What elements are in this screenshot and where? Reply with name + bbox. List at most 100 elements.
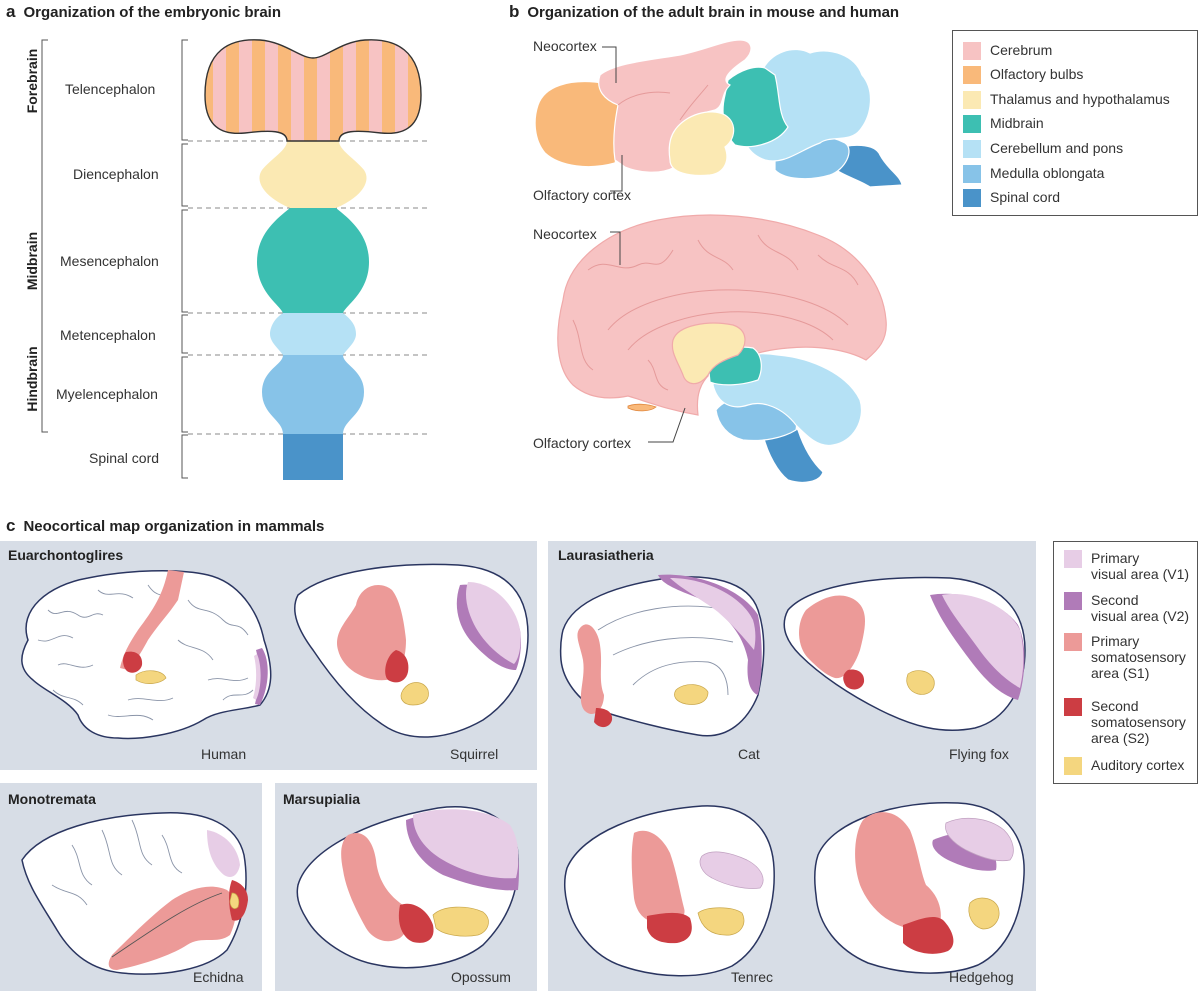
opossum-s1: [341, 832, 410, 942]
tenrec-v1: [699, 851, 764, 889]
legend-swatch: [963, 189, 981, 207]
human-s2: [123, 651, 143, 673]
hedgehog-s1: [855, 812, 941, 932]
embryonic-brain-diagram: [41, 39, 430, 480]
label-myelencephalon: Myelencephalon: [56, 386, 158, 402]
flying-fox-s1: [799, 595, 865, 679]
legend-item: Thalamus and hypothalamus: [963, 91, 1170, 109]
tenrec-cortex-map: [564, 805, 775, 977]
echidna-auditory: [229, 892, 240, 909]
label-metencephalon: Metencephalon: [60, 327, 156, 343]
mouse-thalamus: [668, 111, 735, 177]
echidna-cortex-map: [21, 812, 248, 975]
legend-item: Midbrain: [963, 115, 1044, 133]
squirrel-s1: [337, 585, 406, 681]
mouse-cerebrum: [598, 39, 752, 173]
species-tenrec: Tenrec: [731, 969, 774, 985]
legend-item: Olfactory bulbs: [963, 66, 1083, 84]
opossum-s2: [398, 903, 434, 943]
human-label-olfactory-cortex: Olfactory cortex: [533, 435, 632, 451]
tenrec-auditory: [697, 907, 745, 936]
mouse-olfactory-bulb: [534, 81, 622, 168]
tenrec-s1: [631, 830, 685, 923]
metencephalon-segment: [270, 313, 356, 355]
legend-swatch: [1064, 550, 1082, 568]
human-thalamus: [671, 322, 746, 385]
hedgehog-cortex-map: [813, 801, 1025, 974]
species-human: Human: [201, 746, 247, 762]
human-label-neocortex: Neocortex: [533, 226, 597, 242]
squirrel-s2: [385, 650, 409, 683]
legend-swatch: [963, 140, 981, 158]
tenrec-s2: [647, 912, 692, 944]
opossum-cortex-map: [296, 806, 519, 969]
group-marsupialia: Marsupialia: [283, 791, 361, 807]
label-spinal-cord: Spinal cord: [89, 450, 160, 466]
group-hindbrain: Hindbrain: [24, 346, 40, 412]
legend-swatch: [1064, 698, 1082, 716]
squirrel-auditory: [400, 682, 429, 706]
legend-item: Cerebellum and pons: [963, 140, 1123, 158]
panel-b-legend: Cerebrum Olfactory bulbs Thalamus and hy…: [952, 30, 1198, 216]
human-cortex-map: [21, 569, 272, 740]
legend-swatch: [1064, 592, 1082, 610]
opossum-v1: [413, 809, 519, 879]
opossum-auditory: [432, 906, 489, 937]
human-brain-diagram: [557, 214, 887, 483]
mouse-brain-diagram: [534, 39, 903, 192]
legend-item: Medulla oblongata: [963, 165, 1104, 183]
legend-swatch: [963, 42, 981, 60]
telencephalon-segment: [204, 39, 422, 142]
legend-swatch: [963, 165, 981, 183]
flying-fox-cortex-map: [783, 576, 1026, 731]
mesencephalon-segment: [257, 208, 369, 313]
human-auditory: [135, 670, 167, 684]
legend-swatch: [1064, 633, 1082, 651]
myelencephalon-segment: [262, 355, 364, 434]
human-v1: [253, 654, 261, 700]
flying-fox-auditory: [906, 670, 935, 695]
label-mesencephalon: Mesencephalon: [60, 253, 159, 269]
cat-s2: [594, 708, 613, 728]
legend-item: Auditory cortex: [1064, 757, 1184, 775]
flying-fox-v1: [942, 594, 1024, 688]
legend-swatch: [963, 115, 981, 133]
human-cerebrum: [557, 214, 887, 416]
group-euarchontoglires: Euarchontoglires: [8, 547, 124, 563]
species-opossum: Opossum: [451, 969, 511, 985]
mouse-label-neocortex: Neocortex: [533, 38, 597, 54]
cat-cortex-map: [559, 574, 765, 737]
squirrel-v1: [465, 582, 521, 664]
species-flying-fox: Flying fox: [949, 746, 1009, 762]
human-s1: [120, 570, 184, 670]
legend-item: Cerebrum: [963, 42, 1052, 60]
diencephalon-segment: [259, 141, 367, 208]
hedgehog-auditory: [968, 897, 1000, 930]
label-diencephalon: Diencephalon: [73, 166, 159, 182]
cat-v1: [670, 578, 756, 650]
legend-swatch: [963, 66, 981, 84]
group-laurasiatheria: Laurasiatheria: [558, 547, 654, 563]
group-monotremata: Monotremata: [8, 791, 96, 807]
human-olfactory-bulb: [627, 403, 657, 412]
squirrel-cortex-map: [294, 563, 529, 738]
spinal-cord-segment: [283, 434, 343, 480]
cat-s1: [577, 624, 604, 715]
species-squirrel: Squirrel: [450, 746, 499, 762]
hedgehog-s2: [903, 917, 954, 954]
label-telencephalon: Telencephalon: [65, 81, 156, 97]
echidna-v1: [207, 830, 240, 877]
hedgehog-v1: [945, 817, 1014, 862]
group-forebrain: Forebrain: [24, 48, 40, 114]
echidna-s1: [108, 886, 236, 970]
legend-swatch: [1064, 757, 1082, 775]
group-midbrain: Midbrain: [24, 231, 40, 291]
species-echidna: Echidna: [193, 969, 244, 985]
species-cat: Cat: [738, 746, 760, 762]
